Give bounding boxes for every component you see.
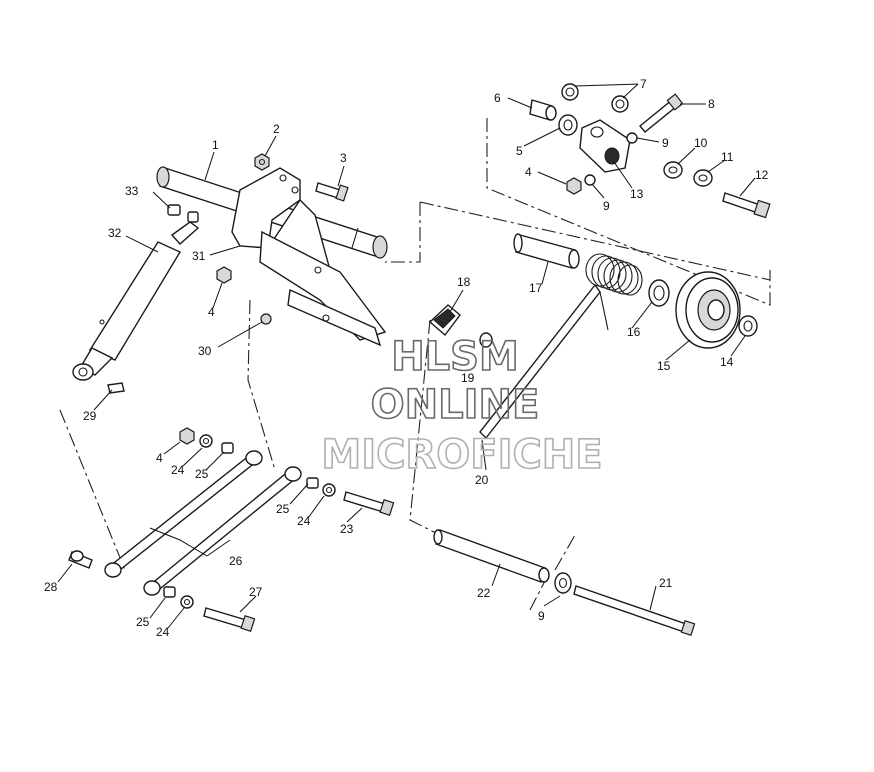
part-9-washer-lower bbox=[554, 572, 572, 594]
watermark: HLSM ONLINE MICROFICHE bbox=[321, 333, 604, 479]
callout-24-a: 24 bbox=[171, 463, 185, 477]
callout-18: 18 bbox=[457, 275, 471, 289]
callout-6: 6 bbox=[494, 91, 501, 105]
part-22-tube bbox=[433, 529, 550, 583]
part-14-bushing bbox=[738, 315, 758, 337]
callout-4-lower: 4 bbox=[156, 451, 163, 465]
callout-20: 20 bbox=[475, 473, 489, 487]
callout-22: 22 bbox=[477, 586, 491, 600]
part-23-bolt bbox=[343, 491, 395, 516]
callout-9-top: 9 bbox=[662, 136, 669, 150]
callout-4-top: 4 bbox=[525, 165, 532, 179]
callout-24-c: 24 bbox=[156, 625, 170, 639]
callout-labels: 1 2 3 33 32 31 4 30 29 18 19 17 16 15 14… bbox=[44, 77, 769, 639]
callout-12: 12 bbox=[755, 168, 769, 182]
callout-3: 3 bbox=[340, 151, 347, 165]
callout-33: 33 bbox=[125, 184, 139, 198]
assembly-outlines bbox=[59, 118, 771, 611]
part-2-nut bbox=[254, 153, 270, 171]
callout-23: 23 bbox=[340, 522, 354, 536]
callout-9-lower: 9 bbox=[538, 609, 545, 623]
part-15-idler-wheel bbox=[675, 271, 741, 349]
part-13-arm bbox=[579, 119, 631, 173]
part-6-bushing bbox=[529, 99, 557, 121]
callout-11: 11 bbox=[721, 150, 734, 164]
callout-4-left: 4 bbox=[208, 305, 215, 319]
callout-13: 13 bbox=[630, 187, 644, 201]
part-28-bushing bbox=[68, 550, 93, 569]
callout-2: 2 bbox=[273, 122, 280, 136]
callout-26: 26 bbox=[229, 554, 243, 568]
watermark-line-3: MICROFICHE bbox=[321, 432, 602, 478]
part-4-nut-top bbox=[566, 177, 582, 195]
part-12-bolt bbox=[722, 192, 771, 219]
callout-28: 28 bbox=[44, 580, 58, 594]
callout-25-b: 25 bbox=[276, 502, 290, 516]
callout-25-c: 25 bbox=[136, 615, 150, 629]
callout-15: 15 bbox=[657, 359, 671, 373]
part-7-washers bbox=[561, 83, 629, 113]
part-20-torsion-spring bbox=[479, 253, 643, 440]
part-19-washer bbox=[479, 332, 493, 348]
part-3-bolt bbox=[315, 182, 349, 202]
leader-lines bbox=[57, 83, 756, 629]
part-16-washer bbox=[648, 279, 670, 307]
part-26-rods bbox=[104, 450, 302, 596]
callout-21: 21 bbox=[659, 576, 673, 590]
part-24-washer-b bbox=[322, 483, 336, 497]
callout-27: 27 bbox=[249, 585, 263, 599]
part-25-bushing-a bbox=[221, 442, 234, 454]
callout-31: 31 bbox=[192, 249, 206, 263]
callout-1: 1 bbox=[212, 138, 219, 152]
watermark-line-2: ONLINE bbox=[371, 382, 540, 428]
part-31-bracket bbox=[231, 167, 387, 347]
part-30-nut bbox=[260, 313, 272, 325]
part-9-washer-top bbox=[626, 132, 638, 144]
part-24-washer-c bbox=[180, 595, 194, 609]
part-8-bolt bbox=[639, 93, 684, 133]
part-24-washer-a bbox=[199, 434, 213, 448]
callout-17: 17 bbox=[529, 281, 543, 295]
callout-8: 8 bbox=[708, 97, 715, 111]
callout-30: 30 bbox=[198, 344, 212, 358]
callout-19: 19 bbox=[461, 371, 475, 385]
callout-24-b: 24 bbox=[297, 514, 311, 528]
part-10-washer bbox=[663, 161, 683, 179]
part-4-nut-left bbox=[216, 266, 232, 284]
part-18-block bbox=[428, 304, 461, 337]
part-5-washer bbox=[558, 114, 578, 136]
part-9-washer-mid bbox=[584, 174, 596, 186]
callout-25-a: 25 bbox=[195, 467, 209, 481]
part-32-shock-absorber bbox=[72, 221, 200, 381]
callout-32: 32 bbox=[108, 226, 122, 240]
callout-10: 10 bbox=[694, 136, 708, 150]
callout-9-mid: 9 bbox=[603, 199, 610, 213]
part-21-bolt bbox=[573, 585, 696, 637]
callout-5: 5 bbox=[516, 144, 523, 158]
callout-16: 16 bbox=[627, 325, 641, 339]
callout-7: 7 bbox=[640, 77, 647, 91]
part-17-tube bbox=[513, 233, 580, 269]
part-27-bolt bbox=[203, 607, 256, 632]
part-25-bushing-b bbox=[306, 477, 319, 489]
watermark-line-1: HLSM bbox=[391, 334, 519, 380]
part-33-bushing bbox=[167, 204, 199, 223]
part-11-washer bbox=[693, 169, 713, 187]
callout-29: 29 bbox=[83, 409, 97, 423]
callout-14: 14 bbox=[720, 355, 734, 369]
part-4-nut-lower bbox=[179, 427, 195, 445]
part-25-bushing-c bbox=[163, 586, 176, 598]
